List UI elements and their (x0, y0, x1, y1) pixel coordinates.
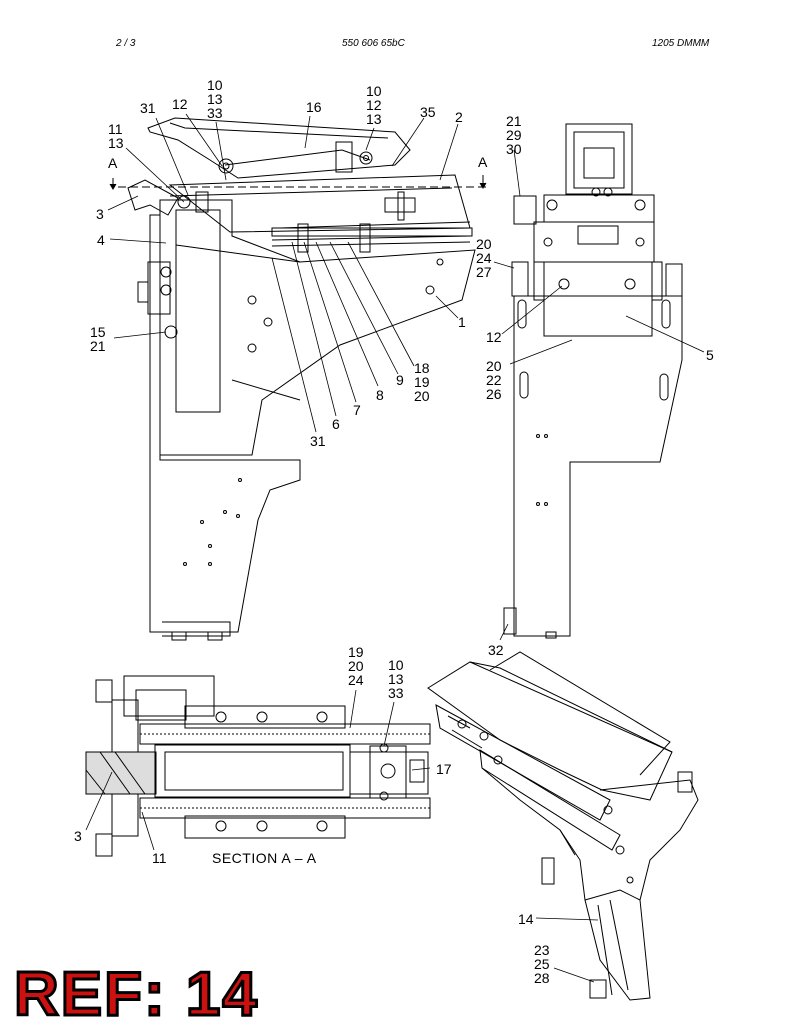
callout-label: 5 (706, 347, 714, 363)
callout-line: 19 (414, 374, 430, 390)
callout-label: 31 (140, 100, 156, 116)
callout-label: 9 (396, 372, 404, 388)
callout-line: 20 (414, 388, 430, 404)
callout-label: 8 (376, 387, 384, 403)
leader-lines (85, 113, 705, 983)
callout-line: 20 (348, 658, 364, 674)
part-number: 550 606 65bC (342, 38, 405, 49)
callout-line: 19 (348, 644, 364, 660)
callout-line: 21 (506, 113, 522, 129)
callout-line: 11 (108, 121, 123, 137)
callout-label: 14 (518, 911, 534, 927)
callout-label: 3 (74, 828, 82, 844)
callout-line: 33 (207, 105, 223, 121)
callout-label: 2 (455, 109, 463, 125)
callout-line: 13 (108, 135, 124, 151)
callout-line: 10 (207, 77, 223, 93)
callout-label: 3 (96, 206, 104, 222)
callout-line: 10 (366, 83, 382, 99)
drawing-code: 1205 DMMM (652, 38, 710, 49)
section-caption: SECTION A – A (212, 850, 317, 866)
callout-line: 13 (366, 111, 382, 127)
callout-label: 12 (172, 96, 188, 112)
callout-label: 32 (488, 642, 504, 658)
callout-line: 29 (506, 127, 522, 143)
callout-label: 7 (353, 402, 361, 418)
callout-line: 21 (90, 338, 106, 354)
section-view (85, 675, 431, 857)
callout-line: 13 (388, 671, 404, 687)
callout-line: 24 (476, 250, 492, 266)
callout-label: 4 (97, 232, 105, 248)
callout-line: 22 (486, 372, 502, 388)
callout-line: 15 (90, 324, 106, 340)
section-marker: A (108, 155, 118, 171)
callout-line: 26 (486, 386, 502, 402)
callout-line: 27 (476, 264, 492, 280)
callout-line: 12 (366, 97, 382, 113)
callout-label: 16 (306, 99, 322, 115)
callout-label: 31 (310, 433, 326, 449)
section-marker: A (478, 154, 488, 170)
callout-line: 20 (486, 358, 502, 374)
callout-line: 20 (476, 236, 492, 252)
main-view (127, 117, 476, 641)
callout-label: 1 (458, 314, 466, 330)
reference-label: REF: 14 (13, 960, 259, 1029)
callout-label: 17 (436, 761, 452, 777)
callout-line: 28 (534, 970, 550, 986)
callout-label: 35 (420, 104, 436, 120)
callout-label: 11 (152, 850, 167, 866)
isometric-view (427, 651, 699, 1001)
callout-line: 10 (388, 657, 404, 673)
page-number: 2 / 3 (116, 38, 136, 49)
callout-line: 33 (388, 685, 404, 701)
callout-line: 13 (207, 91, 223, 107)
side-view (503, 123, 683, 639)
callout-line: 18 (414, 360, 430, 376)
callout-line: 23 (534, 942, 550, 958)
callout-line: 25 (534, 956, 550, 972)
callout-line: 30 (506, 141, 522, 157)
callout-label: 12 (486, 329, 502, 345)
callout-label: 6 (332, 416, 340, 432)
callout-line: 24 (348, 672, 364, 688)
